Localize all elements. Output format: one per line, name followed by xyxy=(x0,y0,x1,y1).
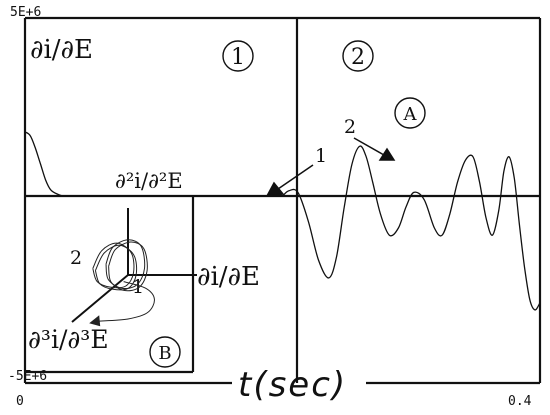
marker-b-label: B xyxy=(158,343,171,364)
arrow-2-head xyxy=(378,147,396,161)
region-2-circle xyxy=(342,40,374,72)
arrow-2-shaft xyxy=(353,137,385,156)
phase-tail-arrowhead xyxy=(89,315,101,327)
marker-a-label: A xyxy=(403,104,418,125)
region-1-label: 1 xyxy=(231,45,245,70)
time-series xyxy=(24,131,541,311)
arrow-1-shaft xyxy=(277,164,314,190)
region-2-label: 2 xyxy=(351,45,365,70)
panel-title-phase: ∂²i/∂²E xyxy=(115,169,183,193)
phase-portrait xyxy=(89,239,155,327)
phase-axes xyxy=(71,208,197,323)
arrow-2 xyxy=(353,137,396,161)
phase-tail xyxy=(97,281,155,322)
region-1-circle xyxy=(222,40,254,72)
x-tick-right: 0.4 xyxy=(508,394,532,409)
y-tick-top: 5E+6 xyxy=(10,5,41,20)
x-tick-left: 0 xyxy=(16,394,24,409)
y-tick-bottom: -5E+6 xyxy=(8,369,47,384)
marker-b-circle xyxy=(149,336,181,368)
arrow-1-label: 1 xyxy=(315,145,327,167)
arrow-2-label: 2 xyxy=(344,116,356,138)
panel-title-top-left: ∂i/∂E xyxy=(30,35,93,65)
phase-loop-2-label: 2 xyxy=(70,247,82,269)
phase-axis-depth xyxy=(71,274,129,323)
arrow-1 xyxy=(265,164,314,197)
marker-a-circle xyxy=(394,97,426,129)
phase-z-axis-label: ∂³i/∂³E xyxy=(28,325,109,354)
phase-x-axis-label: ∂i/∂E xyxy=(197,262,260,292)
series-line-2 xyxy=(282,145,541,311)
phase-loop-1-strand-2 xyxy=(108,241,148,292)
phase-loop-2-strand-2 xyxy=(94,244,138,291)
phase-loop-1-label: 1 xyxy=(132,276,144,298)
x-axis-label: t(sec) xyxy=(238,365,347,405)
arrow-1-head xyxy=(265,181,285,197)
series-line-1 xyxy=(24,131,283,197)
